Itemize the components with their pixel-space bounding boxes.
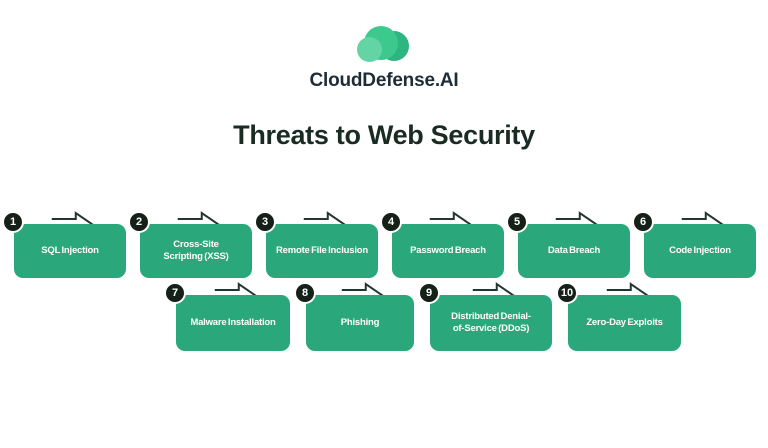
threat-item: Remote File Inclusion 3	[254, 211, 378, 278]
threat-label: Cross-Site Scripting (XSS)	[163, 238, 229, 262]
threat-box: Malware Installation	[176, 295, 290, 351]
threat-item: Distributed Denial- of-Service (DDoS) 9	[418, 282, 552, 351]
threat-box: Code Injection	[644, 224, 756, 278]
threat-item: Code Injection 6	[632, 211, 756, 278]
cloud-logo-icon	[357, 26, 411, 63]
flag-arrow-icon	[680, 210, 724, 224]
threat-item: Password Breach 4	[380, 211, 504, 278]
threats-row-2: Malware Installation 7 Phishing 8 Distri…	[164, 282, 681, 351]
brand-logo-block: CloudDefense.AI	[0, 26, 768, 92]
threat-number-badge: 2	[128, 211, 150, 233]
threat-label: Malware Installation	[190, 316, 276, 328]
threats-row-1: SQL Injection 1 Cross-Site Scripting (XS…	[2, 211, 756, 278]
threat-label: Zero-Day Exploits	[586, 316, 663, 328]
brand-name: CloudDefense.AI	[309, 70, 459, 91]
cloud-circle-light	[357, 37, 382, 62]
threat-box: Password Breach	[392, 224, 504, 278]
threat-box: Phishing	[306, 295, 414, 351]
threat-item: Malware Installation 7	[164, 282, 290, 351]
threat-item: Data Breach 5	[506, 211, 630, 278]
flag-arrow-icon	[302, 210, 346, 224]
threat-box: SQL Injection	[14, 224, 126, 278]
flag-arrow-icon	[176, 210, 220, 224]
threat-label: Code Injection	[669, 244, 731, 256]
threat-number-badge: 10	[556, 282, 578, 304]
threat-label: Remote File Inclusion	[276, 244, 368, 256]
flag-arrow-icon	[50, 210, 94, 224]
threat-box: Cross-Site Scripting (XSS)	[140, 224, 252, 278]
threat-number-badge: 6	[632, 211, 654, 233]
threat-number-badge: 7	[164, 282, 186, 304]
threat-item: SQL Injection 1	[2, 211, 126, 278]
flag-arrow-icon	[213, 281, 257, 295]
threat-item: Phishing 8	[294, 282, 414, 351]
threat-item: Zero-Day Exploits 10	[556, 282, 681, 351]
threat-label: Distributed Denial- of-Service (DDoS)	[451, 310, 531, 334]
threat-box: Distributed Denial- of-Service (DDoS)	[430, 295, 552, 351]
threat-number-badge: 8	[294, 282, 316, 304]
flag-arrow-icon	[554, 210, 598, 224]
threat-number-badge: 1	[2, 211, 24, 233]
flag-arrow-icon	[471, 281, 515, 295]
page-title: Threats to Web Security	[233, 120, 535, 150]
threat-label: Phishing	[340, 316, 380, 328]
flag-arrow-icon	[340, 281, 384, 295]
threat-label: Data Breach	[547, 244, 601, 256]
threat-box: Data Breach	[518, 224, 630, 278]
threat-box: Zero-Day Exploits	[568, 295, 681, 351]
threat-label: SQL Injection	[41, 244, 99, 256]
threat-number-badge: 4	[380, 211, 402, 233]
threat-number-badge: 9	[418, 282, 440, 304]
threat-box: Remote File Inclusion	[266, 224, 378, 278]
threat-label: Password Breach	[410, 244, 486, 256]
threat-number-badge: 5	[506, 211, 528, 233]
threat-number-badge: 3	[254, 211, 276, 233]
flag-arrow-icon	[604, 281, 649, 295]
flag-arrow-icon	[428, 210, 472, 224]
threat-item: Cross-Site Scripting (XSS) 2	[128, 211, 252, 278]
